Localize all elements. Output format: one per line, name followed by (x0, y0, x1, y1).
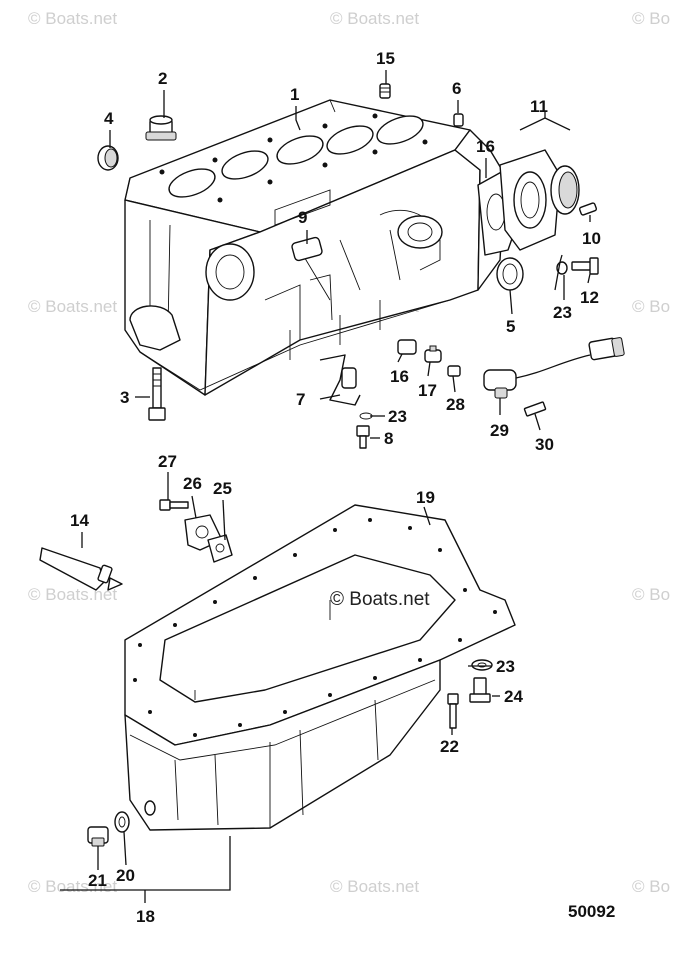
callout-3: 3 (120, 388, 129, 407)
part-3-bolt (148, 367, 166, 421)
callout-17: 17 (418, 381, 437, 400)
watermark-top-right: © Bo (632, 9, 670, 28)
watermark-low-right: © Bo (632, 585, 670, 604)
part-5-seal-ring (496, 257, 524, 291)
callout-23-top: 23 (553, 303, 572, 322)
callout-20: 20 (116, 866, 135, 885)
callout-12: 12 (580, 288, 599, 307)
callout-16-lower: 16 (390, 367, 409, 386)
part-4-freeze-plug (97, 145, 119, 171)
callout-28: 28 (446, 395, 465, 414)
callout-4: 4 (104, 109, 114, 128)
watermark-top-center: © Boats.net (330, 9, 419, 28)
part-29-sensor-cable (483, 337, 625, 399)
part-6-pin (453, 113, 464, 127)
part-14-sealant-tube (39, 547, 123, 591)
watermark-mid-right: © Bo (632, 297, 670, 316)
part-17-sender (424, 345, 442, 363)
callout-23-mid: 23 (388, 407, 407, 426)
part-25-gasket (207, 534, 233, 563)
callout-30: 30 (535, 435, 554, 454)
callout-22: 22 (440, 737, 459, 756)
part-30-screw (523, 401, 547, 417)
part-22-bolt (447, 693, 459, 729)
callout-18: 18 (136, 907, 155, 926)
callout-15: 15 (376, 49, 395, 68)
callout-24: 24 (504, 687, 523, 706)
callout-16-upper: 16 (476, 137, 495, 156)
callout-29: 29 (490, 421, 509, 440)
part-28-plug (447, 365, 461, 377)
callout-8: 8 (384, 429, 393, 448)
watermark-bottom-center: © Boats.net (330, 877, 419, 896)
callout-11: 11 (530, 97, 548, 116)
drawing-number: 50092 (568, 902, 615, 921)
leader-lines (60, 70, 591, 903)
watermark-low-left: © Boats.net (28, 585, 117, 604)
callout-25: 25 (213, 479, 232, 498)
part-23-washer-pan (471, 659, 493, 671)
callout-9: 9 (298, 208, 307, 227)
callout-7: 7 (296, 390, 305, 409)
callout-1: 1 (290, 85, 299, 104)
callout-23-pan: 23 (496, 657, 515, 676)
watermark-center: © Boats.net (330, 589, 430, 610)
part-21-drain-plug (87, 826, 109, 847)
part-24-bolt (469, 677, 491, 703)
callout-2: 2 (158, 69, 167, 88)
callout-labels: 1 2 4 15 6 16 11 9 10 12 23 5 3 16 17 28… (70, 49, 615, 926)
part-10-screw (578, 202, 598, 216)
part-2-plug (145, 115, 177, 141)
part-8-bolt (356, 425, 370, 449)
callout-27: 27 (158, 452, 177, 471)
part-12-bolt (556, 257, 599, 275)
watermark-mid-left: © Boats.net (28, 297, 117, 316)
part-9-sleeve (291, 236, 323, 262)
callout-5: 5 (506, 317, 515, 336)
callout-14: 14 (70, 511, 89, 530)
callout-21: 21 (88, 871, 107, 890)
watermark-bottom-right: © Bo (632, 877, 670, 896)
part-27-bolt (159, 499, 189, 511)
callout-10: 10 (582, 229, 601, 248)
part-7-bracket (319, 354, 361, 406)
part-15-dowel (379, 83, 391, 99)
oil-pan (124, 504, 516, 831)
watermark-top-left: © Boats.net (28, 9, 117, 28)
callout-26: 26 (183, 474, 202, 493)
callout-19: 19 (416, 488, 435, 507)
callout-6: 6 (452, 79, 461, 98)
watermarks: © Boats.net © Boats.net © Bo © Boats.net… (28, 9, 670, 896)
part-20-washer (114, 811, 130, 833)
part-11-seal-flange (499, 149, 580, 251)
watermark-bottom-left: © Boats.net (28, 877, 117, 896)
part-16-sleeve (397, 339, 417, 355)
